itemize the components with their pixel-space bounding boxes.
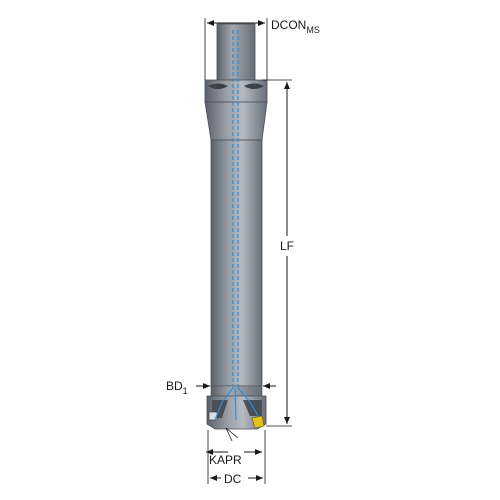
- label-bd1-main: BD: [166, 379, 183, 393]
- coolant-channels: [214, 30, 259, 421]
- head-neck: [210, 385, 263, 397]
- tool-body: [204, 23, 268, 430]
- label-dconms-sub: MS: [306, 25, 320, 35]
- taper: [204, 101, 268, 141]
- dim-lf: LF: [262, 79, 294, 427]
- main-body: [210, 139, 263, 387]
- label-dconms: DCONMS: [271, 18, 320, 35]
- label-dconms-main: DCON: [271, 18, 306, 32]
- label-lf: LF: [280, 239, 294, 253]
- dim-kapr: KAPR: [206, 427, 262, 467]
- dim-bd1: BD1: [166, 379, 276, 396]
- label-bd1-sub: 1: [183, 386, 188, 396]
- insert-right: [251, 415, 265, 429]
- dim-dc: DC: [207, 430, 266, 486]
- chip-pocket-right: [243, 400, 262, 416]
- dim-dconms: DCONMS: [204, 18, 320, 80]
- label-dc: DC: [224, 472, 242, 486]
- label-bd1: BD1: [166, 379, 188, 396]
- flange: [204, 79, 268, 103]
- shank: [216, 23, 256, 81]
- label-kapr: KAPR: [209, 453, 242, 467]
- drive-slot-right: [244, 83, 264, 89]
- coolant-branch-left: [214, 387, 234, 421]
- drive-slot-left: [208, 83, 228, 89]
- coolant-branch-right: [237, 387, 259, 417]
- coolant-branch-mid: [234, 387, 237, 421]
